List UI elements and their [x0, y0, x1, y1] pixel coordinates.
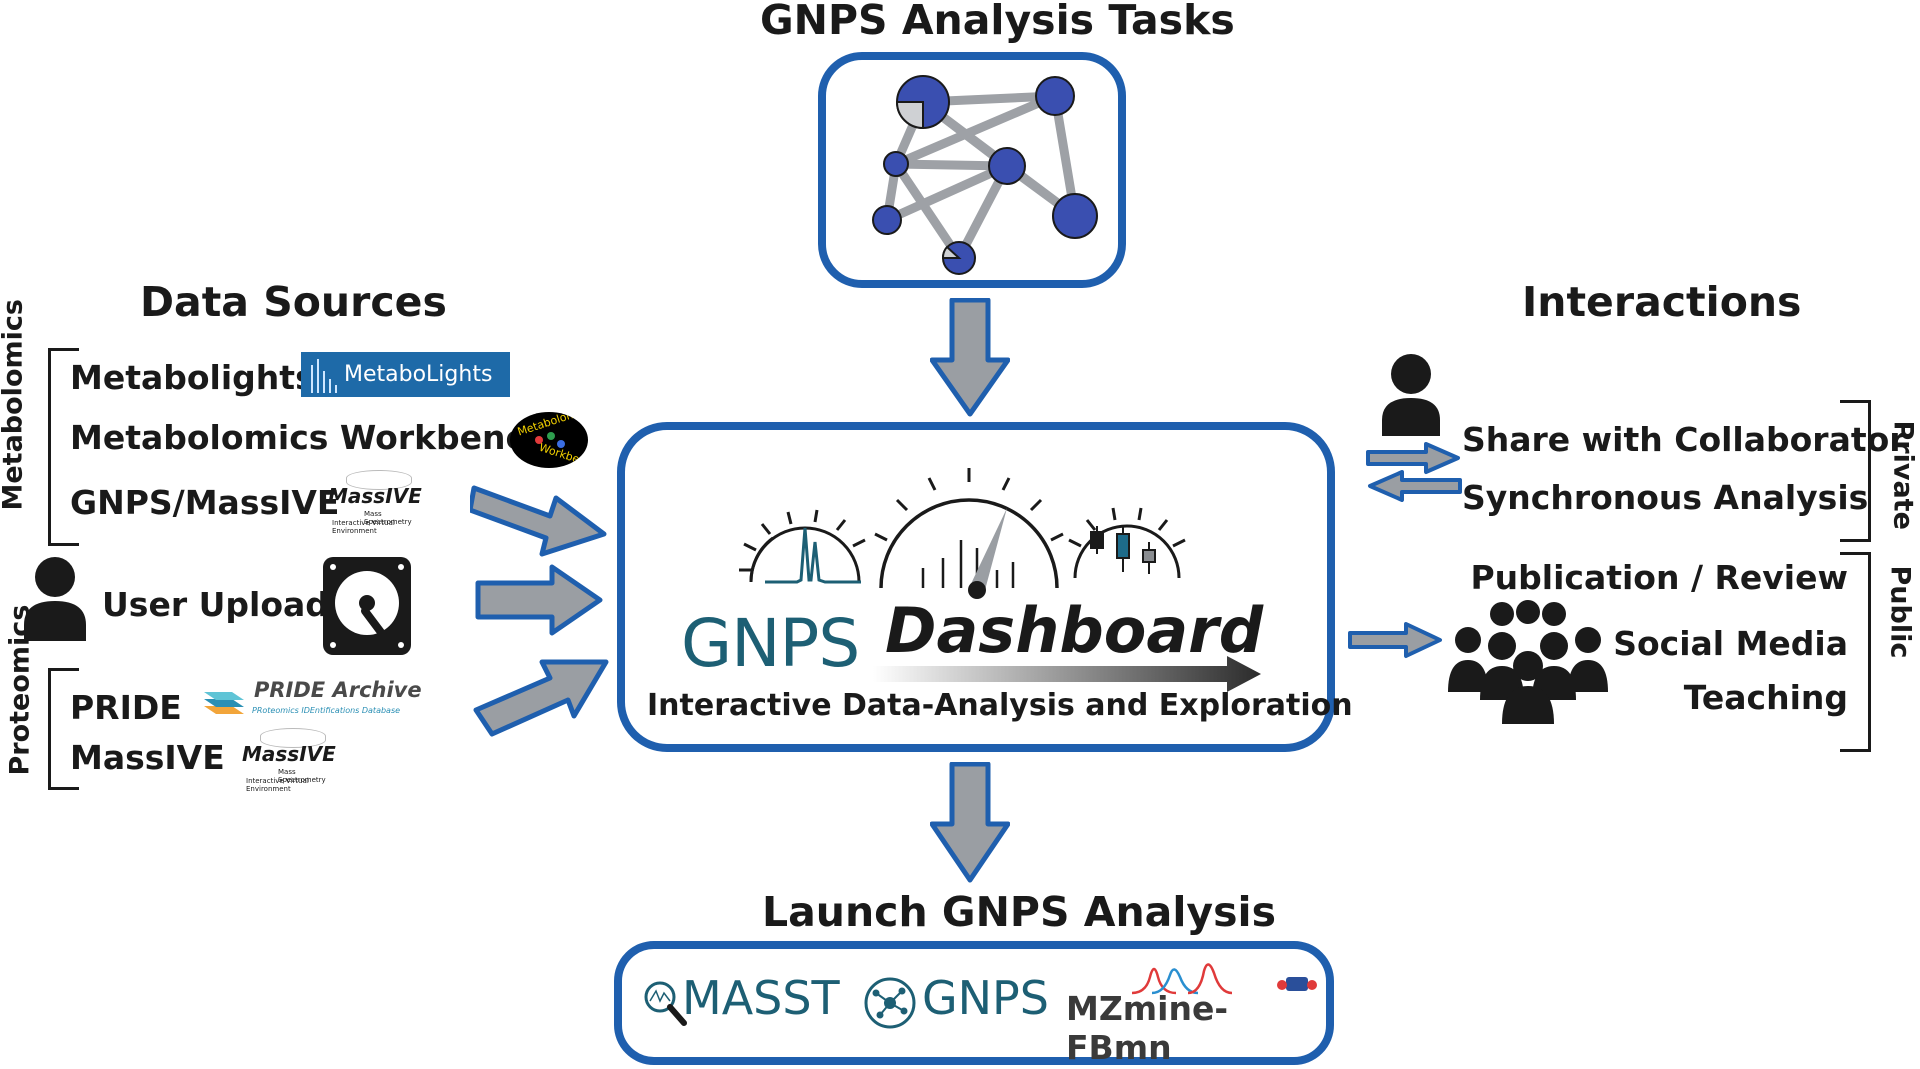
workbench-logo: Metabolomics Workbench — [510, 412, 588, 468]
pride-stack-icon — [204, 692, 244, 714]
gauge-icon — [739, 468, 1261, 692]
molecule-dot-icon — [535, 436, 543, 444]
dashboard-panel: GNPS Dashboard Interactive Data-Analysis… — [617, 422, 1353, 752]
public-label: Public — [1884, 565, 1916, 659]
pride-logo: PRIDE Archive PRoteomics IDEntifications… — [202, 678, 422, 722]
source-workbench: Metabolomics Workbench — [70, 418, 549, 457]
launch-panel: MASST GNPS MZmine-FBmn — [614, 941, 1334, 1067]
source-user-upload: User Upload — [102, 585, 329, 624]
massive-sub1: Mass Spectrometry — [278, 768, 326, 784]
interaction-publication: Publication / Review — [1470, 558, 1848, 597]
source-pride: PRIDE — [70, 688, 182, 727]
proteomics-label: Proteomics — [4, 604, 36, 776]
massive-sub2: Interactive Virtual Environment — [332, 519, 395, 535]
massive-sub1: Mass Spectrometry — [364, 510, 412, 526]
person-icon — [1382, 354, 1440, 436]
network-panel — [818, 52, 1126, 288]
dashboard-subtitle: Interactive Data-Analysis and Exploratio… — [647, 688, 1353, 723]
interaction-teaching: Teaching — [1683, 678, 1848, 717]
interaction-synchronous: Synchronous Analysis — [1462, 478, 1869, 517]
dish-icon — [346, 470, 412, 490]
masst-label[interactable]: MASST — [682, 971, 840, 1025]
tasks-title: GNPS Analysis Tasks — [760, 0, 1235, 44]
dish-icon — [260, 728, 326, 748]
massive-logo-2: MassIVE Mass Spectrometry Interactive Vi… — [240, 728, 344, 793]
arrow-out-icon — [1348, 622, 1442, 658]
spectrum-icon — [311, 358, 337, 393]
source-gnps-massive: GNPS/MassIVE — [70, 483, 340, 522]
arrow-down-icon — [930, 762, 1010, 883]
public-bracket — [1840, 552, 1871, 752]
source-metabolights: Metabolights — [70, 358, 315, 397]
massive-sub2: Interactive Virtual Environment — [246, 777, 309, 793]
dashboard-gnps-logo: GNPS — [681, 605, 860, 682]
private-bracket — [1840, 400, 1871, 542]
dashboard-title: Dashboard — [885, 594, 1264, 667]
magnifier-icon[interactable] — [642, 979, 688, 1027]
metabolights-logo: MetaboLights — [301, 352, 510, 397]
arrow-in-mid-icon — [475, 564, 603, 636]
pride-logo-text: PRIDE Archive — [254, 678, 422, 702]
arrow-in-top-icon — [470, 485, 607, 557]
network-icon — [872, 75, 1098, 275]
molecule-icon[interactable] — [862, 975, 918, 1031]
mzmine-label[interactable]: MZmine-FBmn — [1066, 989, 1229, 1067]
gnps-launch-label[interactable]: GNPS — [922, 971, 1049, 1025]
metabolomics-bracket — [48, 348, 79, 546]
hard-drive-icon — [323, 557, 411, 655]
person-icon — [24, 557, 86, 641]
molecule-dot-icon — [557, 440, 565, 448]
launch-title: Launch GNPS Analysis — [762, 888, 1276, 936]
interaction-social: Social Media — [1613, 624, 1848, 663]
interactions-title: Interactions — [1522, 278, 1802, 326]
massive-logo-text: MassIVE — [242, 742, 336, 766]
bidirectional-arrow-icon — [1366, 442, 1462, 502]
proteomics-bracket — [48, 668, 79, 790]
arrow-in-bottom-icon — [473, 659, 609, 737]
metabolights-logo-text: MetaboLights — [344, 362, 493, 387]
metabolomics-label: Metabolomics — [0, 299, 29, 511]
source-massive: MassIVE — [70, 738, 225, 777]
sources-title: Data Sources — [140, 278, 447, 326]
group-icon — [1448, 600, 1608, 724]
arrow-down-icon — [930, 298, 1010, 417]
pride-sub: PRoteomics IDEntifications Database — [252, 706, 401, 715]
massive-logo-text: MassIVE — [328, 484, 422, 508]
pride-logo-label: PRIDE Archive — [254, 678, 422, 702]
mzmine-peaks-icon — [1131, 963, 1317, 995]
interaction-share: Share with Collaborator — [1462, 420, 1906, 459]
massive-logo-1: MassIVE Mass Spectrometry Interactive Vi… — [326, 470, 430, 535]
molecule-dot-icon — [547, 432, 555, 440]
